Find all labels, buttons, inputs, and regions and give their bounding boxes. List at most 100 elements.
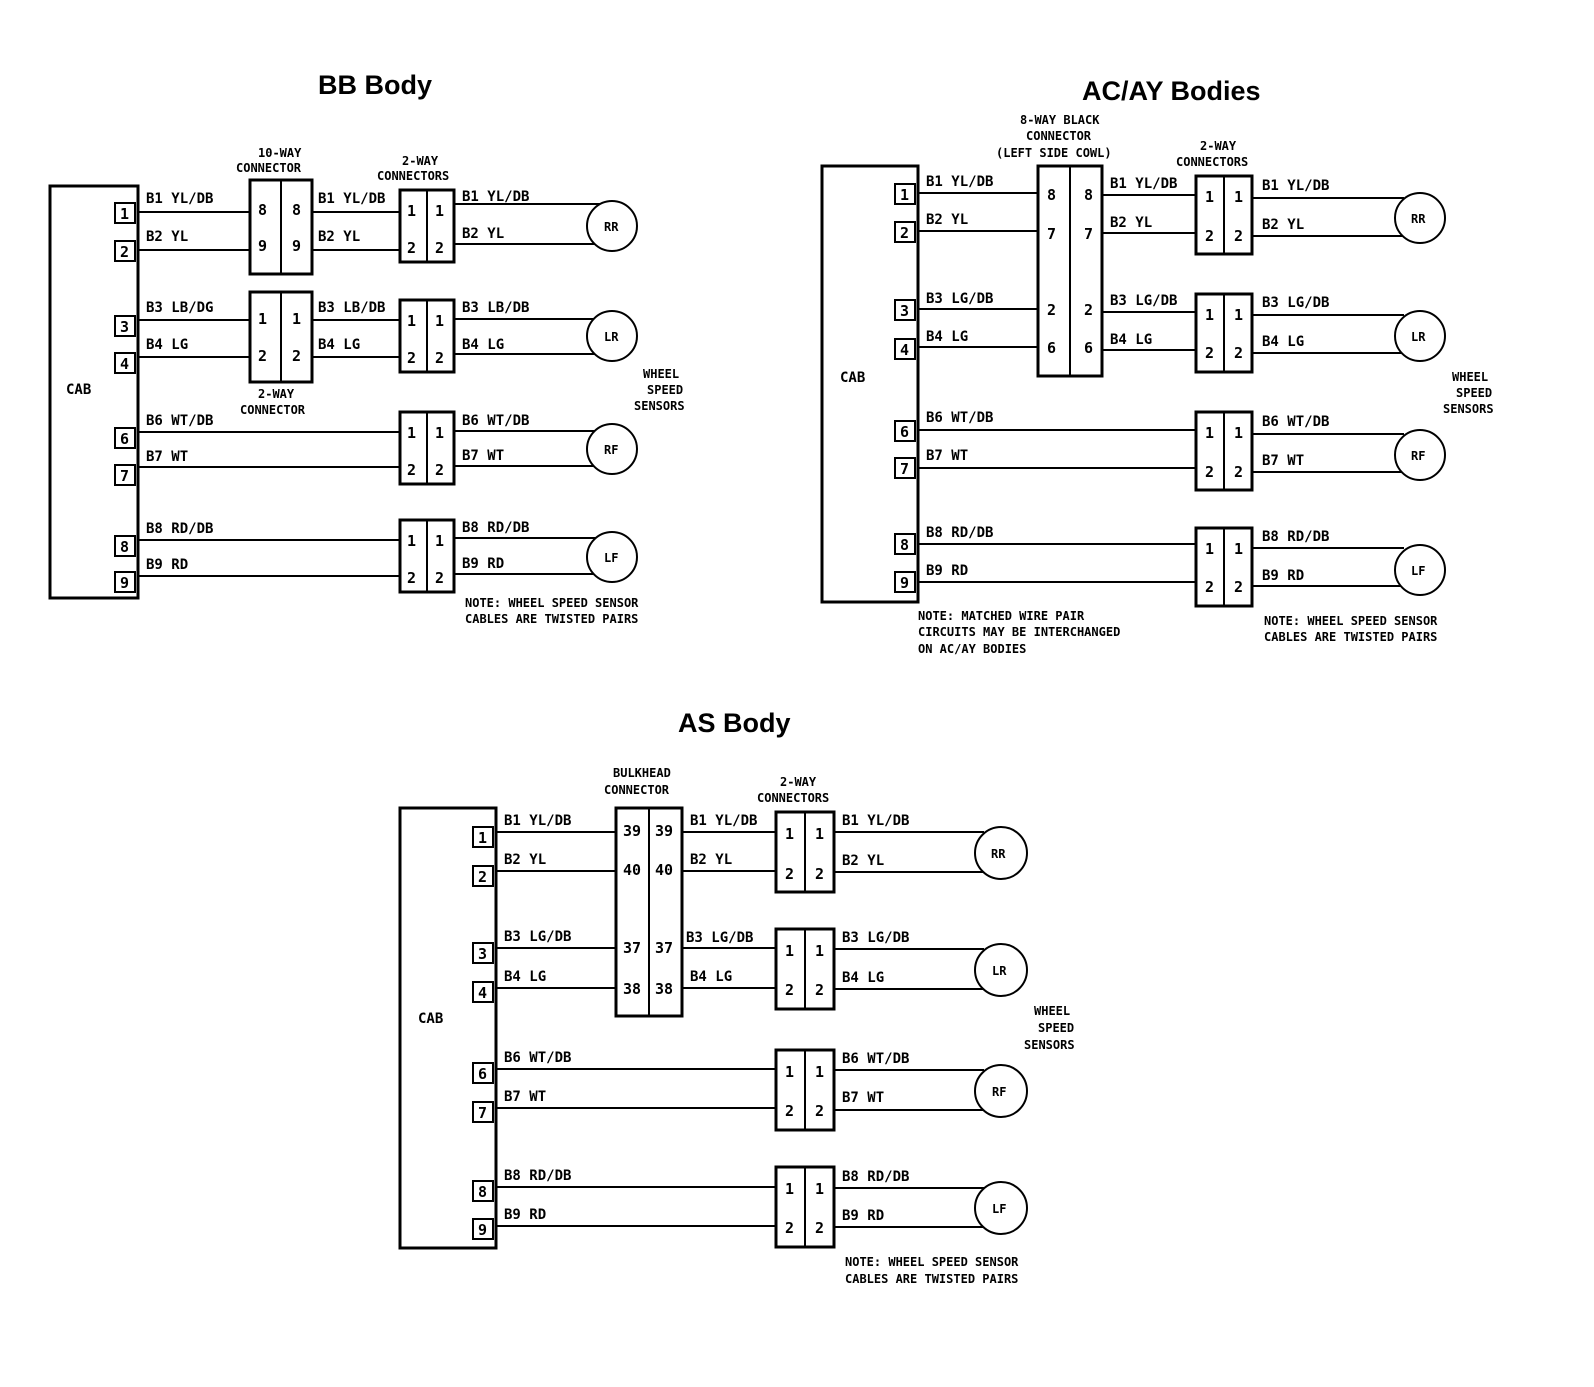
svg-text:9: 9	[292, 237, 301, 255]
wheel-speed-label-3: SENSORS	[1024, 1038, 1075, 1052]
svg-text:1: 1	[785, 1063, 794, 1081]
svg-text:B8 RD/DB: B8 RD/DB	[504, 1168, 571, 1184]
wheel-speed-label-1: WHEEL	[1034, 1004, 1070, 1018]
svg-text:B1 YL/DB: B1 YL/DB	[504, 813, 571, 829]
svg-text:2: 2	[1084, 301, 1093, 319]
svg-text:2: 2	[815, 1102, 824, 1120]
svg-text:B6 WT/DB: B6 WT/DB	[146, 413, 213, 429]
svg-text:2: 2	[815, 865, 824, 883]
ac-note2-line-2: CIRCUITS MAY BE INTERCHANGED	[918, 625, 1120, 639]
svg-text:9: 9	[120, 574, 129, 592]
svg-text:40: 40	[623, 861, 641, 879]
svg-text:B4 LG: B4 LG	[926, 329, 968, 345]
svg-text:9: 9	[258, 237, 267, 255]
svg-text:8: 8	[120, 538, 129, 556]
svg-text:1: 1	[407, 202, 416, 220]
svg-text:LR: LR	[604, 330, 619, 344]
bulkhead-connector-label-2: CONNECTOR	[604, 783, 670, 797]
svg-text:B1 YL/DB: B1 YL/DB	[462, 189, 529, 205]
svg-text:2: 2	[1205, 344, 1214, 362]
svg-text:2: 2	[785, 1219, 794, 1237]
svg-text:2: 2	[1234, 344, 1243, 362]
svg-text:6: 6	[120, 430, 129, 448]
svg-text:B2 YL: B2 YL	[462, 226, 504, 242]
svg-text:LR: LR	[992, 964, 1007, 978]
ten-way-connector-label-1: 10-WAY	[258, 146, 302, 160]
svg-text:7: 7	[900, 460, 909, 478]
svg-text:RR: RR	[1411, 212, 1426, 226]
svg-text:1: 1	[785, 1180, 794, 1198]
svg-text:2: 2	[258, 347, 267, 365]
svg-text:39: 39	[655, 822, 673, 840]
svg-text:1: 1	[1205, 306, 1214, 324]
svg-text:1: 1	[478, 829, 487, 847]
svg-text:B3 LG/DB: B3 LG/DB	[842, 930, 909, 946]
svg-text:37: 37	[655, 939, 673, 957]
outer-connectors-label-1: 2-WAY	[402, 154, 439, 168]
cab-pin-2: 2	[114, 240, 136, 262]
svg-text:LF: LF	[992, 1202, 1006, 1216]
svg-text:40: 40	[655, 861, 673, 879]
svg-text:1: 1	[785, 825, 794, 843]
svg-text:B8 RD/DB: B8 RD/DB	[926, 525, 993, 541]
svg-text:4: 4	[120, 355, 129, 373]
svg-text:1: 1	[785, 942, 794, 960]
svg-text:RR: RR	[604, 220, 619, 234]
svg-text:B4 LG: B4 LG	[842, 970, 884, 986]
as-lf-sensor	[974, 1181, 1028, 1235]
svg-text:2: 2	[478, 868, 487, 886]
cab-pin-1: 1	[114, 202, 136, 224]
svg-text:B9 RD: B9 RD	[462, 556, 504, 572]
svg-text:2: 2	[1234, 227, 1243, 245]
svg-text:B9 RD: B9 RD	[504, 1207, 546, 1223]
as-lr-sensor	[974, 943, 1028, 997]
svg-text:B7 WT: B7 WT	[504, 1089, 546, 1105]
svg-text:8: 8	[900, 536, 909, 554]
svg-text:B2 YL: B2 YL	[318, 229, 360, 245]
two-way-connector-label-2: CONNECTOR	[240, 403, 306, 417]
cab-pin-6: 6	[472, 1062, 494, 1084]
svg-text:2: 2	[785, 865, 794, 883]
eight-way-label-2: CONNECTOR	[1026, 129, 1092, 143]
svg-text:B9 RD: B9 RD	[842, 1208, 884, 1224]
svg-text:2: 2	[1234, 463, 1243, 481]
ac-note-line-1: NOTE: WHEEL SPEED SENSOR	[1264, 614, 1438, 628]
svg-text:B2 YL: B2 YL	[690, 852, 732, 868]
svg-text:2: 2	[815, 981, 824, 999]
bb-rr-sensor	[586, 200, 638, 252]
svg-text:B7 WT: B7 WT	[462, 448, 504, 464]
svg-text:1: 1	[435, 312, 444, 330]
cab-pin-7: 7	[472, 1101, 494, 1123]
svg-text:RR: RR	[991, 847, 1006, 861]
bb-note-line-1: NOTE: WHEEL SPEED SENSOR	[465, 596, 639, 610]
svg-text:2: 2	[292, 347, 301, 365]
svg-text:4: 4	[478, 984, 487, 1002]
svg-text:1: 1	[435, 202, 444, 220]
wheel-speed-label-2: SPEED	[647, 383, 683, 397]
svg-text:1: 1	[435, 532, 444, 550]
svg-text:1: 1	[120, 205, 129, 223]
bulkhead-connector-label-1: BULKHEAD	[613, 766, 671, 780]
svg-text:B8 RD/DB: B8 RD/DB	[462, 520, 529, 536]
svg-text:2: 2	[120, 243, 129, 261]
ac-lf-sensor	[1394, 544, 1446, 596]
wheel-speed-label-3: SENSORS	[1443, 402, 1494, 416]
wheel-speed-label-3: SENSORS	[634, 399, 685, 413]
wheel-speed-label-2: SPEED	[1038, 1021, 1074, 1035]
bb-note-line-2: CABLES ARE TWISTED PAIRS	[465, 612, 638, 626]
svg-text:6: 6	[1047, 339, 1056, 357]
svg-text:B1 YL/DB: B1 YL/DB	[1262, 178, 1329, 194]
svg-text:9: 9	[900, 574, 909, 592]
svg-text:B2 YL: B2 YL	[504, 852, 546, 868]
as-rr-sensor	[974, 826, 1028, 880]
svg-text:7: 7	[478, 1104, 487, 1122]
bb-body-diagram: BB Body CAB 1 2 3 4 6 7 8 9 10-WAY CONNE…	[48, 70, 685, 626]
cab-pin-8: 8	[114, 535, 136, 557]
ac-lr-sensor	[1394, 310, 1446, 362]
svg-text:1: 1	[407, 424, 416, 442]
svg-text:1: 1	[815, 1063, 824, 1081]
